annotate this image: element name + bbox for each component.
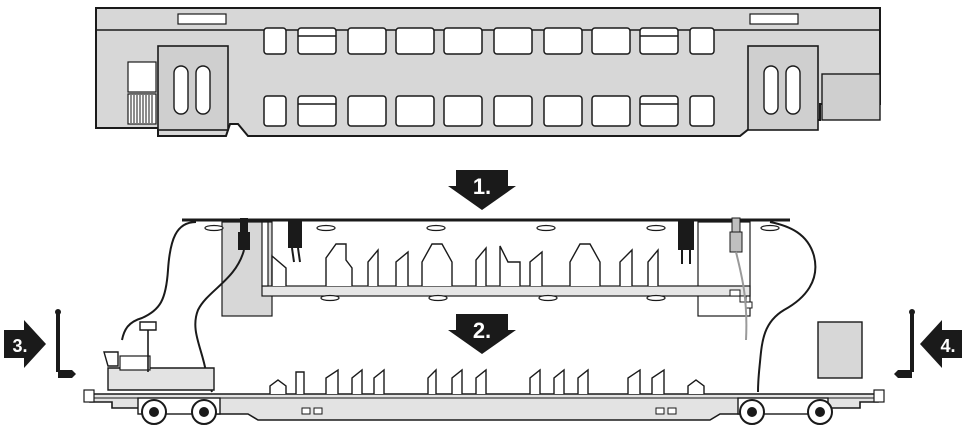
lower-window-row bbox=[263, 95, 715, 127]
interior-upper-deck bbox=[182, 218, 790, 317]
step-2-arrow: 2. bbox=[448, 314, 516, 354]
right-door bbox=[747, 45, 819, 131]
wiring-cables bbox=[121, 221, 817, 393]
step-3-label: 3. bbox=[12, 336, 27, 356]
upper-window-row bbox=[263, 27, 715, 55]
equipment-box bbox=[817, 321, 863, 379]
right-coupler-rod bbox=[894, 309, 915, 378]
light-fittings bbox=[204, 224, 780, 302]
connector-plugs bbox=[238, 217, 743, 264]
step-4-arrow: 4. bbox=[920, 320, 962, 368]
right-bogie bbox=[737, 397, 833, 425]
left-bogie bbox=[137, 397, 221, 425]
left-coupler-rod bbox=[55, 309, 76, 378]
step-3-arrow: 3. bbox=[4, 320, 46, 368]
chassis-frame bbox=[83, 321, 885, 421]
upper-seat-row bbox=[271, 243, 659, 286]
step-1-arrow: 1. bbox=[448, 170, 516, 210]
lower-seat-row bbox=[269, 368, 705, 394]
left-grille bbox=[127, 93, 157, 125]
step-1-label: 1. bbox=[473, 174, 491, 199]
left-door bbox=[157, 45, 229, 131]
step-4-label: 4. bbox=[940, 336, 955, 356]
step-2-label: 2. bbox=[473, 318, 491, 343]
coach-body-shell bbox=[95, 7, 881, 137]
